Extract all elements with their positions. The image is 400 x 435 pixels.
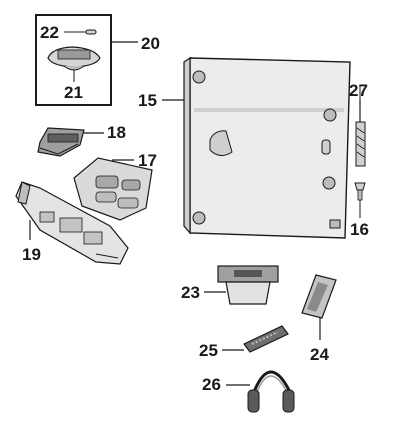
fastener-16: [354, 182, 366, 218]
callout-24: 24: [310, 345, 329, 364]
callout-17: 17: [138, 151, 157, 170]
inset-box-dome-lamp: [35, 14, 138, 106]
callout-26: 26: [202, 375, 221, 394]
callout-25: 25: [199, 341, 218, 360]
trim-panel-24: [301, 274, 337, 319]
overhead-console-19: [15, 181, 129, 265]
callout-16: 16: [350, 220, 369, 239]
callout-22: 22: [40, 23, 59, 42]
callout-21: 21: [64, 83, 83, 102]
callout-27: 27: [349, 81, 368, 100]
callout-23: 23: [181, 283, 200, 302]
headphones-26: [247, 370, 295, 413]
map-lamp-18: [37, 127, 85, 157]
overhead-monitor-23: [217, 265, 279, 305]
callout-15: 15: [138, 91, 157, 110]
remote-control-25: [243, 325, 289, 353]
callout-20: 20: [141, 34, 160, 53]
headliner-panel-15: [183, 56, 351, 239]
console-bezel-17: [73, 157, 153, 221]
bulb-22: [68, 29, 97, 35]
callout-18: 18: [107, 123, 126, 142]
lamp-housing-21: [47, 46, 101, 82]
callout-19: 19: [22, 245, 41, 264]
sunvisor-strip-27: [355, 100, 366, 167]
